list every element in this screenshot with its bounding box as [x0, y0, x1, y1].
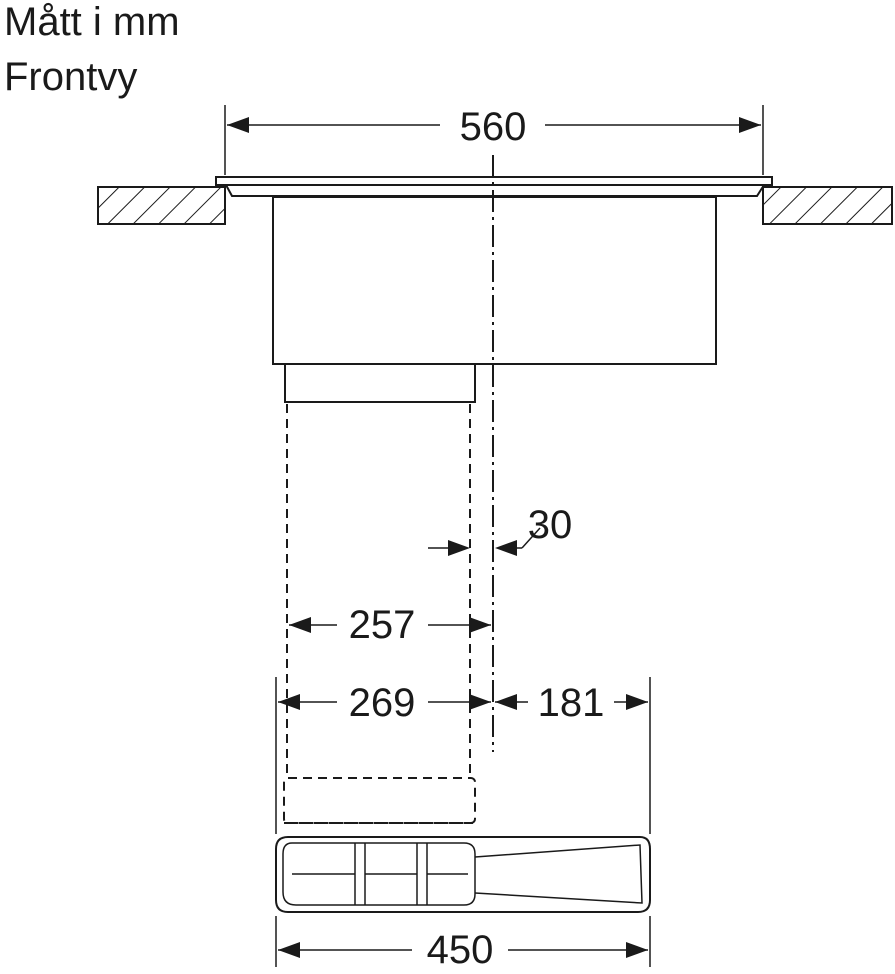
dimension-257: 257 — [289, 603, 491, 647]
dimension-450: 450 — [278, 928, 648, 972]
countertop-right — [762, 186, 893, 225]
cooktop-body — [272, 196, 717, 365]
dimension-560-label: 560 — [460, 105, 527, 149]
countertop-left — [97, 186, 226, 225]
dimension-269-label: 269 — [349, 681, 416, 725]
dimension-269: 269 — [278, 681, 491, 725]
dimension-560: 560 — [227, 105, 761, 149]
duct-dashed — [286, 404, 471, 778]
dimension-30: 30 — [428, 503, 572, 556]
view-label: Frontvy — [4, 55, 137, 99]
duct-piece-dashed — [283, 777, 476, 824]
dimension-30-label: 30 — [528, 503, 573, 547]
units-label: Mått i mm — [4, 0, 180, 44]
dimension-181-label: 181 — [538, 681, 605, 725]
duct-connector — [284, 363, 476, 403]
extension-lines — [224, 105, 764, 967]
dimension-257-label: 257 — [349, 603, 416, 647]
dimension-450-label: 450 — [427, 928, 494, 972]
plinth-unit — [275, 836, 651, 913]
dimension-181: 181 — [495, 681, 648, 725]
